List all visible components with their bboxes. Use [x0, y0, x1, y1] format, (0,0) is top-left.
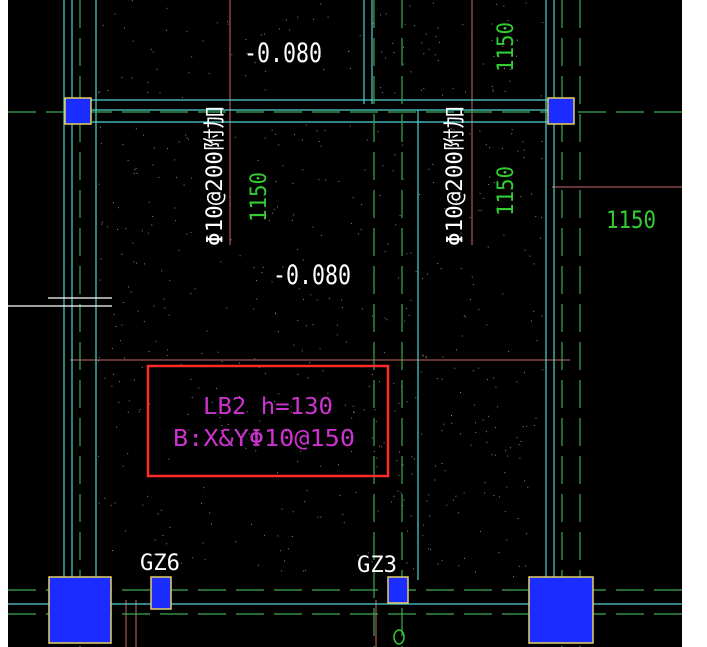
slab-elevation-middle: -0.080	[273, 260, 351, 291]
column-bottom-right	[528, 576, 594, 644]
axis-dashed-lines	[8, 0, 682, 647]
highlight-box	[146, 364, 390, 478]
column-label-gz6: GZ6	[140, 551, 180, 576]
axis-marker-circle	[393, 629, 405, 645]
dimension-top-right: 1150	[494, 22, 519, 72]
dimension-far-right: 1150	[606, 206, 656, 234]
drawing-background	[8, 0, 682, 647]
column-label-gz3: GZ3	[357, 553, 397, 578]
slab-label-thickness: LB2 h=130	[203, 394, 333, 420]
rebar-note-right: Φ10@200附加	[443, 106, 468, 246]
column-bottom-left	[48, 576, 112, 644]
slab-elevation-top: -0.080	[244, 38, 322, 69]
column-top-right	[547, 97, 575, 125]
column-gz6	[150, 576, 172, 610]
column-gz3	[387, 576, 409, 604]
dimension-right: 1150	[494, 166, 519, 216]
column-top-left	[64, 97, 92, 125]
dimension-left: 1150	[247, 172, 272, 222]
slab-label-reinforcement: B:X&YΦ10@150	[173, 426, 355, 452]
structural-plan: -0.080 -0.080 Φ10@200附加 Φ10@200附加 1150 1…	[8, 0, 682, 647]
cad-drawing-canvas: -0.080 -0.080 Φ10@200附加 Φ10@200附加 1150 1…	[8, 0, 682, 647]
section-marks	[8, 297, 112, 307]
rebar-note-left: Φ10@200附加	[203, 106, 228, 246]
